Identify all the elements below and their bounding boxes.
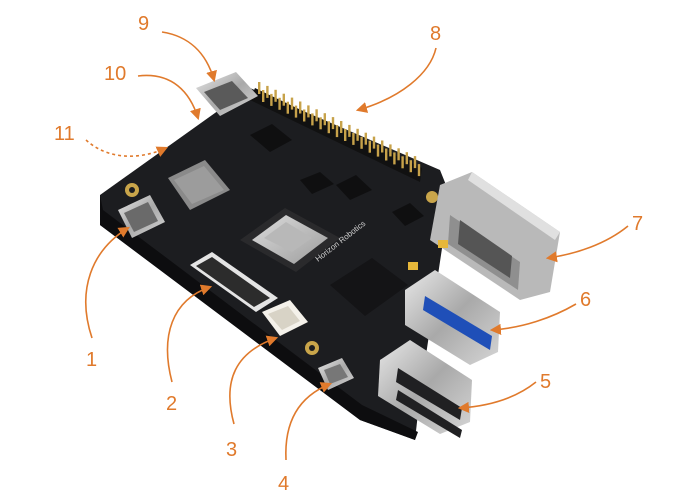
leader-11 (85, 139, 169, 157)
mounting-hole (426, 191, 438, 203)
usb3-port-stack (405, 270, 500, 365)
header-pin (356, 128, 359, 141)
header-pin (294, 105, 298, 118)
callout-10: 10 (104, 63, 126, 85)
callout-5: 5 (540, 371, 551, 393)
header-pin (315, 109, 318, 122)
leader-7 (545, 225, 629, 263)
leader-6 (489, 303, 577, 335)
header-pin (360, 136, 363, 149)
header-pin (278, 97, 281, 110)
wifi-module (168, 160, 230, 210)
callout-11: 11 (54, 123, 75, 145)
leader-1 (85, 226, 130, 339)
mipi-camera-connector (190, 252, 278, 312)
gpio-pin-header (250, 82, 422, 182)
leader-3 (229, 335, 279, 425)
leader-5 (457, 381, 537, 413)
capacitor (408, 240, 448, 270)
header-pin (307, 105, 310, 118)
header-pin (335, 125, 339, 138)
header-pin (352, 132, 355, 145)
header-pin (270, 93, 273, 106)
header-pin (311, 113, 314, 126)
leader-8 (355, 47, 437, 113)
leader-10 (137, 74, 201, 121)
header-pin (266, 85, 269, 98)
header-pin (409, 160, 412, 173)
header-pin (290, 97, 294, 110)
mounting-hole (309, 345, 315, 351)
leader-2 (166, 284, 213, 383)
header-pin (393, 152, 396, 165)
mounting-hole (129, 187, 135, 193)
leader-9 (161, 31, 217, 83)
header-pin (376, 144, 380, 157)
ethernet-port (430, 172, 560, 300)
callout-8: 8 (430, 23, 441, 45)
micro-usb-connector (318, 358, 354, 390)
header-pin (340, 121, 343, 133)
header-pin (299, 101, 302, 114)
header-pin (413, 156, 417, 169)
header-pin (331, 117, 335, 130)
header-pin (303, 109, 306, 122)
header-pin (344, 129, 347, 141)
header-pin (319, 117, 322, 130)
header-pin (282, 93, 285, 106)
header-pin (397, 148, 400, 161)
header-pin (323, 113, 326, 126)
hdmi-connector (196, 72, 258, 116)
usb-c-power-connector (118, 195, 165, 238)
leader-4 (285, 382, 333, 461)
callout-1: 1 (86, 349, 97, 371)
debug-uart-connector (262, 300, 308, 336)
callout-6: 6 (580, 289, 591, 311)
header-pin (262, 90, 265, 102)
callout-labels: 1 2 3 4 5 6 7 8 9 10 11 (54, 13, 643, 495)
header-pin (372, 136, 376, 149)
callout-7: 7 (632, 213, 643, 235)
soc-heatsink (240, 208, 340, 272)
header-pin (401, 156, 404, 169)
usb2-port-stack (378, 340, 472, 438)
callout-3: 3 (226, 439, 237, 461)
header-pin (286, 101, 289, 114)
callout-2: 2 (166, 393, 177, 415)
callout-9: 9 (138, 13, 149, 35)
header-pin (389, 144, 392, 157)
small-ic (250, 124, 424, 226)
memory-chip (330, 258, 408, 316)
header-pin (417, 164, 421, 177)
header-pin (348, 124, 351, 137)
header-pin (327, 121, 330, 134)
header-pin (364, 132, 367, 145)
header-pin (405, 152, 408, 165)
header-pin (385, 148, 388, 161)
header-pin (274, 89, 277, 102)
mounting-holes (125, 183, 438, 355)
callout-4: 4 (278, 473, 289, 495)
header-pin (381, 140, 384, 153)
leader-lines (85, 31, 629, 461)
header-pin (258, 82, 261, 94)
header-pin (368, 140, 371, 153)
